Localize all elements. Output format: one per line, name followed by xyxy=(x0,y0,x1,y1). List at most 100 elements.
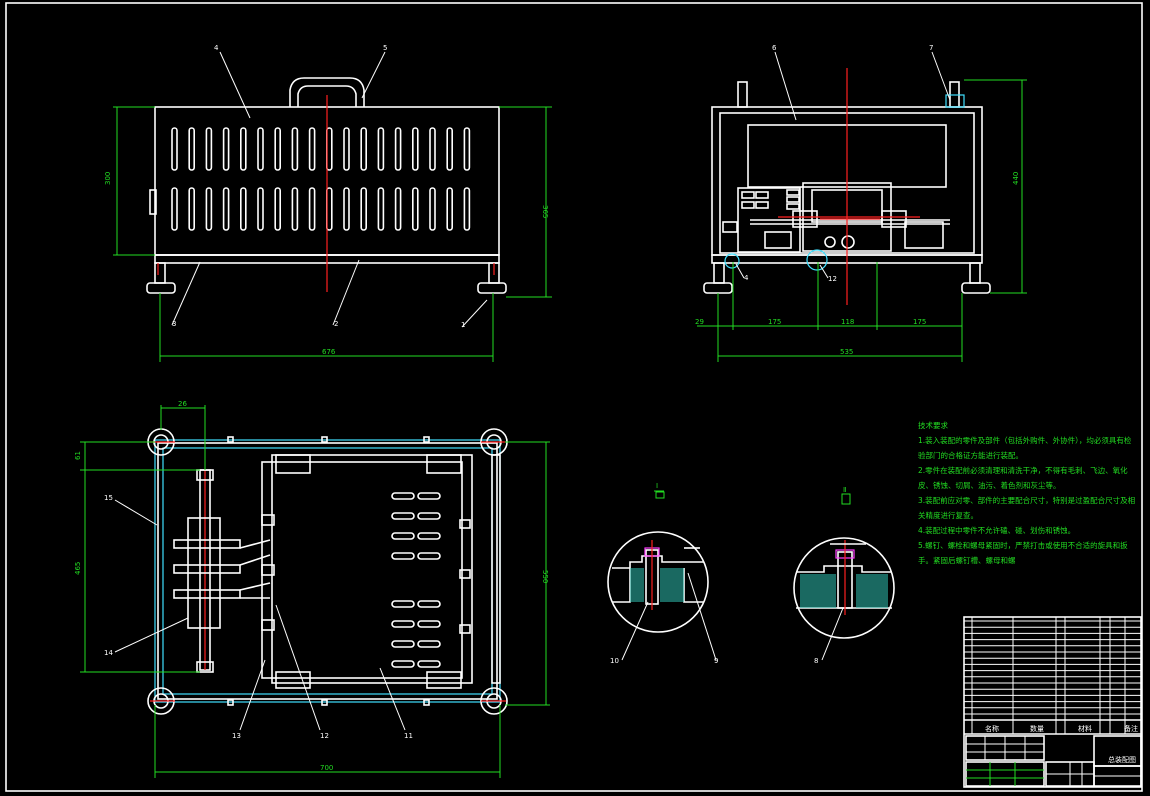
balloon-6: 6 xyxy=(772,44,777,52)
plan-slot xyxy=(391,660,415,668)
parts-list-table xyxy=(964,617,1141,734)
tech-note-line: 3.装配前应对零、部件的主要配合尺寸，特别是过盈配合尺寸及相 xyxy=(918,495,1135,505)
tech-note-line: 皮、锈蚀、切屑、油污、着色剂和灰尘等。 xyxy=(918,480,1061,490)
tech-note-line: 关精度进行复查。 xyxy=(918,510,978,520)
front-foot-right xyxy=(477,282,507,294)
tech-note-line: 验部门的合格证方能进行装配。 xyxy=(918,450,1023,460)
balloon-8: 8 xyxy=(814,657,818,665)
parts-col-label: 名称 xyxy=(985,724,999,733)
technical-requirements: 技术要求 1.装入装配的零件及部件（包括外购件、外协件），均必须具有检 验部门的… xyxy=(918,420,1135,565)
dim-plan-top-width: 26 xyxy=(178,400,187,408)
parts-col-label: 数量 xyxy=(1030,724,1044,733)
balloon-10: 10 xyxy=(610,657,619,665)
dim-front-total-height: 365 xyxy=(541,205,549,218)
tech-note-line: 4.装配过程中零件不允许磕、碰、划伤和锈蚀。 xyxy=(918,525,1075,535)
balloon-7: 7 xyxy=(929,44,933,52)
vent-slot xyxy=(446,187,454,231)
plan-slot xyxy=(417,600,441,608)
plan-slot xyxy=(391,492,415,500)
vent-slot xyxy=(274,187,282,231)
drawing-name: 总装配图 xyxy=(1108,755,1136,764)
vent-slot xyxy=(308,187,316,231)
vent-slot xyxy=(377,187,385,231)
front-foot-left xyxy=(146,282,176,294)
plan-slot xyxy=(417,620,441,628)
vent-slot xyxy=(343,187,350,231)
plan-tray xyxy=(271,454,473,684)
detail-view-2: Ⅱ 8 xyxy=(793,486,895,665)
balloon-2: 2 xyxy=(334,320,338,328)
detail-view-1: Ⅰ 10 9 xyxy=(607,482,718,665)
tech-notes-title: 技术要求 xyxy=(918,420,948,430)
balloon-15: 15 xyxy=(104,494,113,502)
dim-side-total: 535 xyxy=(840,348,853,356)
plan-slot xyxy=(417,532,441,540)
dim-side-seg2: 118 xyxy=(841,318,854,326)
plan-slot xyxy=(391,600,415,608)
vent-slot xyxy=(463,187,471,231)
vent-slot xyxy=(205,187,213,231)
balloon-13: 13 xyxy=(232,732,241,740)
vent-slot xyxy=(308,127,316,171)
vent-slot xyxy=(274,127,282,171)
vent-slot xyxy=(222,187,230,231)
plan-slot xyxy=(391,640,415,648)
parts-col-label: 材料 xyxy=(1078,724,1092,733)
dim-front-width: 676 xyxy=(322,348,336,356)
vent-slot xyxy=(463,127,471,171)
detail-1-circle xyxy=(607,531,709,633)
side-view: 440 29 175 118 175 535 6 7 4 12 xyxy=(695,44,1027,362)
balloon-1: 1 xyxy=(461,321,465,329)
vent-slot xyxy=(188,187,195,231)
tech-note-line: 5.螺钉、螺栓和螺母紧固时，严禁打击或使用不合适的旋具和扳 xyxy=(918,540,1128,550)
sheet-border xyxy=(5,2,1143,792)
dim-front-height: 300 xyxy=(104,172,112,185)
front-view: 300 365 676 4 5 3 2 1 xyxy=(104,44,552,362)
plan-slot xyxy=(417,492,441,500)
title-block: 名称 数量 材料 备注 总装配图 xyxy=(963,616,1142,788)
vent-slot xyxy=(205,127,213,171)
balloon-9: 9 xyxy=(714,657,718,665)
detail-label-1: Ⅰ xyxy=(656,482,658,490)
plan-slot xyxy=(391,532,415,540)
plan-vent-slots xyxy=(391,492,441,668)
vent-slot xyxy=(394,187,402,231)
tech-note-line: 2.零件在装配前必须清理和清洗干净，不得有毛刺、飞边、氧化 xyxy=(918,465,1128,475)
vent-slot xyxy=(429,187,436,231)
parts-col-label: 备注 xyxy=(1124,724,1138,733)
vent-slots-top xyxy=(171,127,471,171)
dim-side-seg3: 175 xyxy=(913,318,926,326)
vent-slot xyxy=(257,127,264,171)
vent-slot xyxy=(188,127,195,171)
vent-slot xyxy=(411,187,419,231)
tech-note-line: 手。紧固后螺钉槽、螺母和螺 xyxy=(918,555,1016,565)
vent-slot xyxy=(240,127,247,171)
balloon-4: 4 xyxy=(214,44,219,52)
dim-plan-top: 61 xyxy=(74,451,82,460)
plan-slot xyxy=(417,512,441,520)
plan-slot xyxy=(391,620,415,628)
balloon-5: 5 xyxy=(383,44,387,52)
side-detail-circle xyxy=(806,249,828,271)
dim-plan-left-height: 465 xyxy=(74,562,82,575)
vent-slot xyxy=(171,187,178,231)
vent-slot xyxy=(291,187,299,231)
plan-view: 61 465 26 550 700 15 14 13 12 11 xyxy=(74,400,550,778)
plan-slot xyxy=(417,660,441,668)
front-handle xyxy=(289,77,365,107)
balloon-side-a: 4 xyxy=(744,274,749,282)
vent-slot xyxy=(411,127,419,171)
side-foot-left xyxy=(703,282,733,294)
detail-label-2: Ⅱ xyxy=(843,486,846,494)
dim-side-seg1: 175 xyxy=(768,318,781,326)
dim-side-left: 29 xyxy=(695,318,704,326)
dim-plan-right-height: 550 xyxy=(541,570,549,583)
vent-slot xyxy=(343,127,350,171)
plan-slot xyxy=(391,512,415,520)
dim-plan-width: 700 xyxy=(320,764,333,772)
vent-slot xyxy=(429,127,436,171)
vent-slot xyxy=(257,187,264,231)
balloon-3: 3 xyxy=(172,320,176,328)
